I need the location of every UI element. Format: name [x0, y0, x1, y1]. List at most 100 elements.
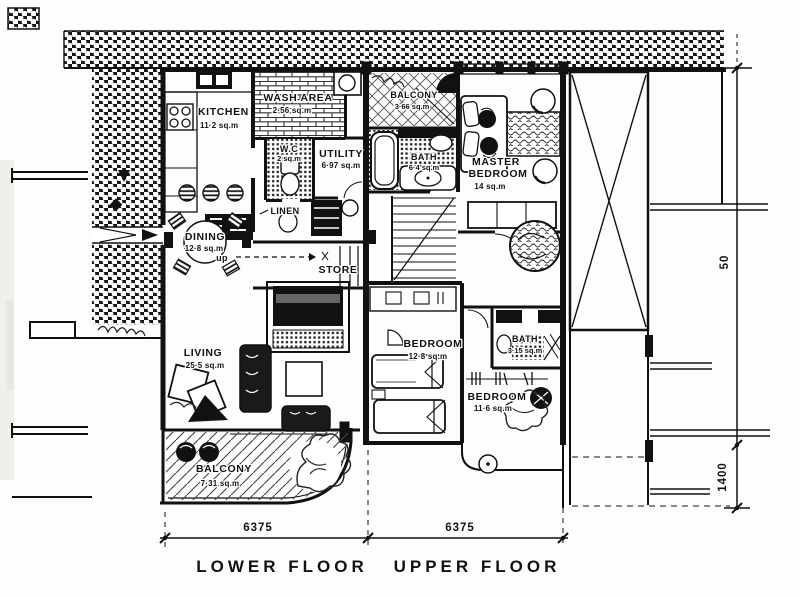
- hatch-corner-block: [7, 7, 40, 30]
- kitchen-area: 11·2 sq.m: [200, 121, 238, 130]
- coffee-table: [285, 361, 323, 397]
- bath-master-room: BATH 6·4 sq.m: [369, 128, 457, 191]
- right-neighbour-walls: [645, 70, 770, 495]
- dining-table: [183, 220, 227, 264]
- plant-sketch: [371, 75, 405, 88]
- utility-door-swing: [343, 181, 363, 199]
- entry-door-swing: [99, 227, 137, 243]
- shaft: [568, 70, 730, 507]
- dimension-right: 50 1400: [716, 34, 752, 514]
- upper-floor-title: UPPER FLOOR: [394, 557, 561, 576]
- toilet-icon: [280, 159, 300, 196]
- bedroom-front-label: BEDROOM: [403, 338, 462, 350]
- dining-label: DINING: [185, 231, 225, 243]
- balcony-lower: BALCONY 7·31 sq.m: [166, 432, 352, 500]
- master-bedroom-area: 14 sq.m: [474, 182, 505, 191]
- balcony-upper-label: BALCONY: [390, 90, 437, 100]
- balcony-lower-area: 7·31 sq.m: [201, 479, 240, 488]
- chair-icon: [221, 259, 241, 277]
- living-area: 25·5 sq.m: [186, 361, 225, 370]
- balcony-lower-label: BALCONY: [196, 463, 252, 475]
- armchair: [281, 405, 331, 432]
- bed: [373, 399, 446, 434]
- bedroom-front-area: 12·8 sq.m: [409, 352, 448, 361]
- stool-icon: [226, 184, 244, 202]
- bedroom-front-room: BEDROOM 12·8 sq.m: [369, 286, 463, 434]
- bath-upper-room: BATH 3·15 sq.m: [495, 310, 561, 366]
- bed: [460, 95, 508, 173]
- bath-master-area: 6·4 sq.m: [409, 163, 440, 172]
- chair-icon: [167, 212, 187, 230]
- dining-area: 12·8 sq.m: [185, 244, 224, 253]
- plant-sketch: [97, 325, 146, 337]
- bath-master-label: BATH: [411, 152, 437, 162]
- rug: [503, 111, 561, 157]
- planter-icon: [509, 220, 561, 272]
- bath-upper-label: BATH: [512, 334, 538, 344]
- master-bedroom-label2: BEDROOM: [468, 168, 527, 180]
- water-heater-icon: [341, 199, 359, 217]
- wash-area-label: WASH AREA: [263, 92, 332, 104]
- stairs-lower: up STORE: [215, 251, 358, 277]
- nightstand: [371, 389, 386, 400]
- wash-sink-icon: [333, 71, 362, 96]
- toilet-icon: [429, 134, 453, 152]
- wardrobe-hangers-icon: [466, 372, 548, 386]
- door-swing: [467, 309, 489, 329]
- wash-area-area: 2·56 sq.m: [273, 106, 312, 115]
- wc-label: W.C: [280, 144, 298, 154]
- up-arrow-icon: [309, 253, 316, 261]
- chair-icon: [225, 212, 245, 230]
- master-bedroom-room: MASTER BEDROOM 14 sq.m: [460, 88, 561, 229]
- plant-sketch: [503, 389, 549, 432]
- utility-room: UTILITY 6·97 sq.m: [278, 147, 364, 233]
- upper-landing: [509, 220, 561, 272]
- stove-icon: [166, 103, 194, 131]
- linen-closet: LINEN: [259, 200, 342, 236]
- bedroom-rear-room: BEDROOM 11·6 sq.m: [466, 309, 552, 474]
- dresser: [467, 201, 557, 229]
- bathtub-icon: [370, 131, 399, 190]
- master-bedroom-label1: MASTER: [472, 156, 520, 168]
- dim-right-height: 50: [719, 255, 731, 270]
- dim-right-lower: 1400: [717, 462, 729, 492]
- store-label: STORE: [319, 264, 358, 276]
- wash-area-room: WASH AREA 2·56 sq.m: [255, 71, 362, 137]
- cushions: [167, 363, 228, 422]
- kitchen-label: KITCHEN: [198, 106, 249, 118]
- scan-artifacts: [0, 160, 14, 480]
- walkway-arrow-icon: [118, 170, 130, 182]
- living-room: LIVING 25·5 sq.m: [167, 281, 350, 432]
- left-neighbour-walls: [11, 168, 163, 498]
- walls: [160, 61, 726, 508]
- bedroom-rear-area: 11·6 sq.m: [474, 404, 512, 413]
- stool-icon: [202, 184, 220, 202]
- utility-area: 6·97 sq.m: [322, 161, 361, 170]
- dim-lower-width: 6375: [243, 522, 273, 534]
- toilet-icon: [496, 334, 512, 354]
- plant-sketch: [296, 433, 352, 493]
- door-leaf: [436, 73, 456, 93]
- stairs-upper: [366, 196, 456, 282]
- tv-cabinet: [266, 281, 350, 353]
- balcony-upper-area: 3·66 sq.m: [395, 102, 430, 111]
- dim-upper-width: 6375: [445, 522, 475, 534]
- bedroom-rear-label: BEDROOM: [467, 391, 526, 403]
- wc-area: 2 sq.m: [277, 154, 301, 163]
- stool-icon: [178, 184, 196, 202]
- balcony-upper: BALCONY 3·66 sq.m: [369, 73, 456, 126]
- lower-floor-title: LOWER FLOOR: [196, 557, 367, 576]
- door-swing: [387, 329, 404, 346]
- wc-room: W.C 2 sq.m: [267, 139, 312, 199]
- living-label: LIVING: [184, 347, 223, 359]
- chair-icon: [172, 258, 192, 276]
- bed: [371, 354, 444, 389]
- up-label: up: [216, 253, 228, 263]
- linen-label: LINEN: [271, 206, 300, 216]
- sofa: [239, 344, 272, 413]
- closet: [369, 286, 457, 312]
- bath-upper-area: 3·15 sq.m: [508, 346, 543, 355]
- dining-room: DINING 12·8 sq.m: [164, 184, 251, 277]
